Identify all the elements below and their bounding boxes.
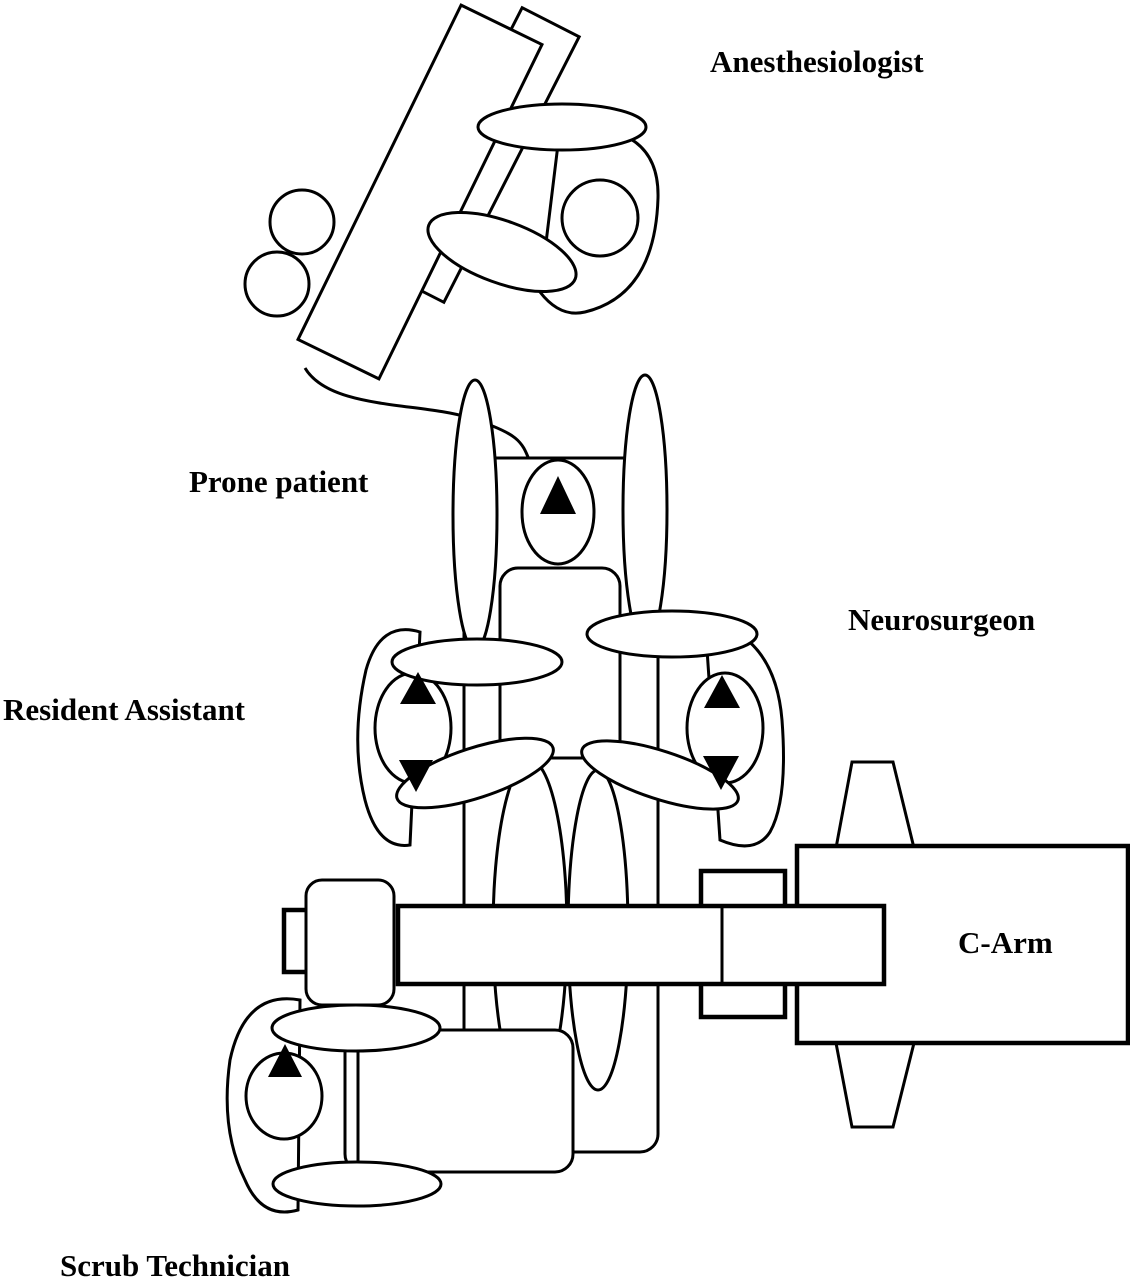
neurosurgeon-down-arrow-icon (703, 756, 739, 790)
neurosurgeon-arm-lower (575, 727, 746, 823)
resident-assistant-down-arrow-icon (399, 760, 433, 792)
label-resident-assistant: Resident Assistant (3, 692, 246, 727)
c-arm-detector (306, 880, 394, 1005)
label-c-arm: C-Arm (958, 925, 1053, 960)
anesthesiologist-head (562, 180, 638, 256)
c-arm-boom (398, 906, 884, 984)
anesthesia-station (245, 5, 579, 379)
scrub-technician-arm-lower (273, 1162, 441, 1206)
label-prone-patient: Prone patient (189, 464, 369, 499)
resident-assistant-up-arrow-icon (400, 672, 436, 704)
c-arm-wheel-top (836, 762, 914, 848)
c-arm-unit (284, 762, 1128, 1127)
anesthesia-tube (305, 368, 530, 462)
anesthesiologist-arm-lower (418, 196, 586, 308)
patient-head-direction-icon (540, 476, 576, 514)
anesthesia-equipment-round-bottom (245, 252, 309, 316)
c-arm-wheel-bottom (836, 1043, 914, 1127)
scrub-technician-direction-icon (268, 1044, 302, 1077)
scrub-technician-arm-upper (272, 1005, 440, 1051)
scrub-technician-figure (227, 999, 573, 1212)
label-neurosurgeon: Neurosurgeon (848, 602, 1035, 637)
anesthesia-machine-front (298, 5, 542, 379)
prone-patient-figure (453, 375, 667, 1100)
scrub-technician-instrument-table (345, 1030, 573, 1172)
neurosurgeon-arm-upper (587, 611, 757, 657)
patient-arm-left (453, 380, 497, 650)
anesthesia-equipment-round-top (270, 190, 334, 254)
resident-assistant-figure (358, 630, 562, 846)
patient-arm-right (623, 375, 667, 645)
resident-assistant-arm-lower (389, 724, 560, 822)
neurosurgeon-figure (575, 611, 784, 846)
label-scrub-technician: Scrub Technician (60, 1248, 290, 1280)
neurosurgeon-up-arrow-icon (704, 675, 740, 708)
label-anesthesiologist: Anesthesiologist (710, 44, 924, 79)
resident-assistant-arm-upper (392, 639, 562, 685)
anesthesiologist-arm-upper (478, 104, 646, 150)
anesthesiologist-figure (418, 104, 658, 313)
